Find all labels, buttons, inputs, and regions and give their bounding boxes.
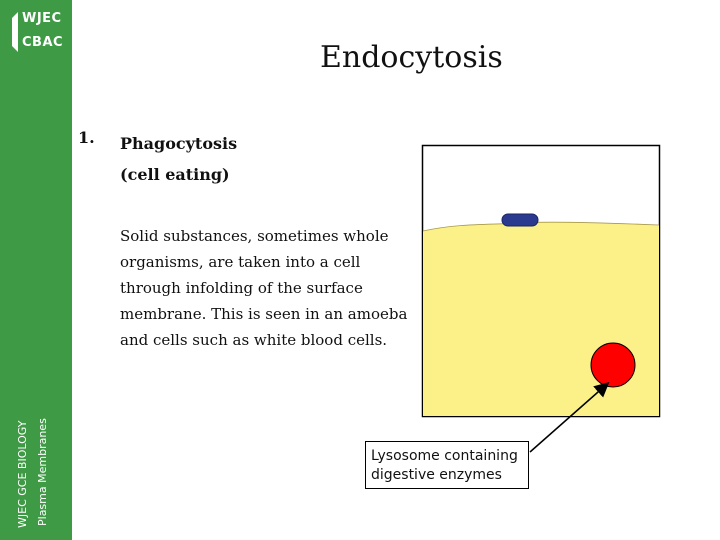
lysosome: [590, 342, 636, 388]
lysosome-label: Lysosome containing digestive enzymes: [365, 441, 529, 489]
topic-label: Plasma Membranes: [36, 418, 49, 526]
food-particle: [501, 213, 539, 227]
body-line: through infolding of the surface: [120, 279, 363, 297]
body-line: membrane. This is seen in an amoeba: [120, 305, 408, 323]
body-line: Solid substances, sometimes whole: [120, 227, 389, 245]
item-heading: Phagocytosis (cell eating): [120, 128, 237, 190]
list-number: 1.: [78, 128, 95, 147]
body-line: organisms, are taken into a cell: [120, 253, 361, 271]
heading-line-1: Phagocytosis: [120, 134, 238, 153]
logo-text-cbac: CBAC: [22, 35, 64, 50]
course-label: WJEC GCE BIOLOGY: [16, 420, 29, 528]
wjec-cbac-logo: [12, 12, 18, 52]
slide-title: Endocytosis: [320, 40, 503, 75]
logo-text-wjec: WJEC: [22, 11, 62, 26]
body-line: and cells such as white blood cells.: [120, 331, 388, 349]
label-line-2: digestive enzymes: [371, 467, 502, 483]
phagocytosis-diagram: [421, 144, 661, 418]
cytoplasm: [423, 222, 659, 416]
body-text: Solid substances, sometimes whole organi…: [120, 223, 408, 353]
label-line-1: Lysosome containing: [371, 448, 518, 464]
heading-line-2: (cell eating): [120, 165, 230, 184]
sidebar: WJEC CBAC WJEC GCE BIOLOGY Plasma Membra…: [0, 0, 72, 540]
